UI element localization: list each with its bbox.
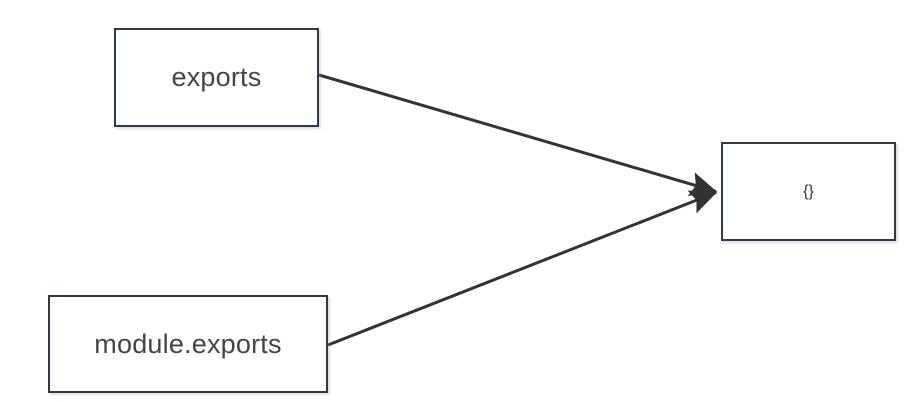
node-empty-object-label: {} [803,182,814,200]
edge-module-exports-to-empty-object [327,190,718,347]
node-empty-object[interactable]: {} [721,142,896,241]
edge-exports-to-empty-object [318,73,718,197]
node-exports[interactable]: exports [114,28,319,127]
node-exports-label: exports [171,62,262,92]
node-module-exports[interactable]: module.exports [48,295,328,393]
node-module-exports-label: module.exports [94,328,282,359]
